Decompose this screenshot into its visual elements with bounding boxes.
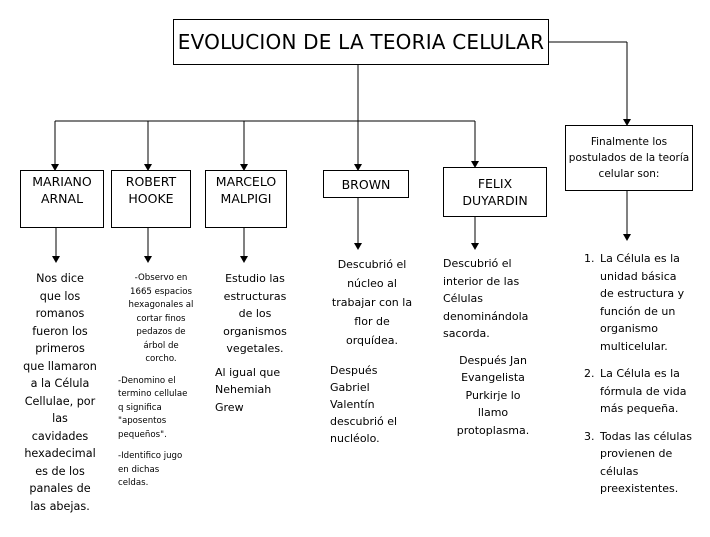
node-label: BROWN [341, 176, 391, 192]
description-brown: Descubrió el núcleo al trabajar con la f… [330, 255, 414, 447]
title-box: EVOLUCION DE LA TEORIA CELULAR [173, 19, 549, 65]
description-text: Al igual que Nehemiah Grew [215, 365, 281, 414]
description-text: -Denomino el termino cellulae q signific… [118, 375, 188, 440]
description-text: Descubrió el núcleo al trabajar con la f… [331, 258, 413, 347]
node-mariano-arnal: MARIANO ARNAL [20, 170, 104, 228]
description-text: Después Jan Evangelista Purkirje lo llam… [456, 353, 530, 437]
node-postulates-intro: Finalmente los postulados de la teoría c… [565, 125, 693, 191]
description-marcelo-malpigi: Estudio las estructuras de los organismo… [215, 270, 295, 416]
description-robert-hooke: -Observo en 1665 espacios hexagonales al… [118, 272, 204, 499]
node-robert-hooke: ROBERT HOOKE [111, 170, 191, 228]
node-label: Finalmente los postulados de la teoría c… [568, 136, 690, 180]
postulates-list: La Célula es la unidad básica de estruct… [580, 250, 692, 508]
description-text: Descubrió el interior de las Células den… [443, 257, 529, 340]
postulate-item: La Célula es la fórmula de vida más pequ… [598, 365, 692, 418]
node-marcelo-malpigi: MARCELO MALPIGI [205, 170, 287, 228]
description-text: -Observo en 1665 espacios hexagonales al… [128, 273, 194, 364]
description-text: -Identifico jugo en dichas celdas. [118, 451, 183, 488]
node-label: MARIANO ARNAL [32, 174, 92, 206]
node-felix-duyardin: FELIX DUYARDIN [443, 167, 547, 217]
node-brown: BROWN [323, 170, 409, 198]
description-felix-duyardin: Descubrió el interior de las Células den… [443, 255, 543, 439]
node-label: FELIX DUYARDIN [462, 176, 528, 208]
postulate-item: Todas las células provienen de células p… [598, 428, 692, 498]
node-label: ROBERT HOOKE [125, 174, 177, 206]
postulate-item: La Célula es la unidad básica de estruct… [598, 250, 692, 355]
diagram-title: EVOLUCION DE LA TEORIA CELULAR [177, 30, 545, 54]
description-text: Después Gabriel Valentín descubrió el nu… [330, 364, 398, 445]
description-mariano-arnal: Nos dice que los romanos fueron los prim… [22, 270, 98, 515]
description-text: Estudio las estructuras de los organismo… [223, 272, 287, 355]
description-text: Nos dice que los romanos fueron los prim… [23, 272, 97, 513]
node-label: MARCELO MALPIGI [215, 174, 277, 206]
